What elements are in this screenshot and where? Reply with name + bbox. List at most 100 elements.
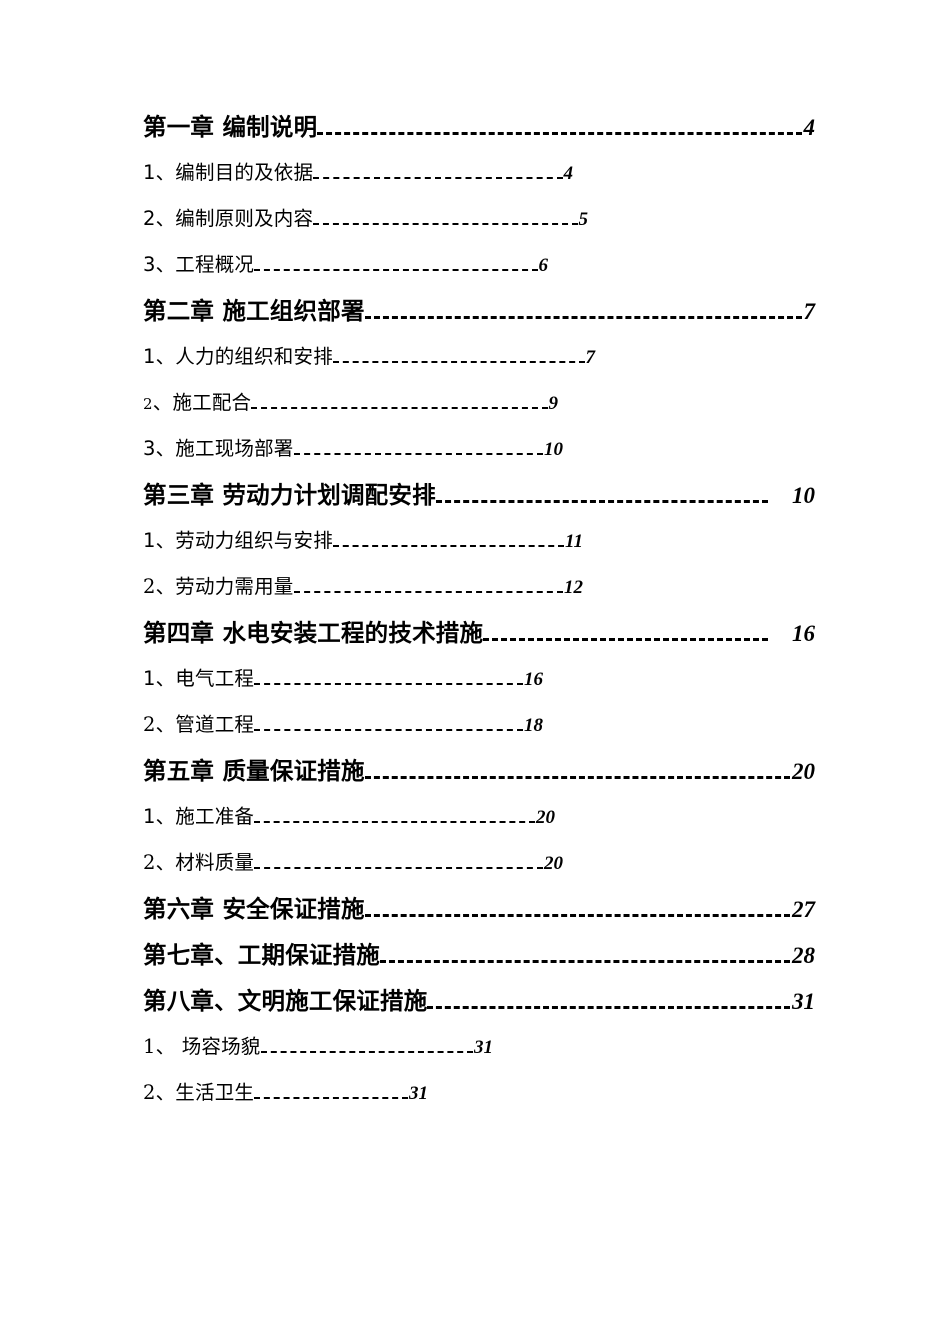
toc-dot-leader bbox=[254, 682, 523, 685]
toc-entry-label: 第二章 施工组织部署 bbox=[143, 296, 365, 325]
toc-entry-line: 2、材料质量 20 bbox=[143, 850, 563, 877]
toc-entry-label: 第八章、文明施工保证措施 bbox=[143, 986, 428, 1015]
toc-page-number: 20 bbox=[544, 852, 563, 874]
toc-entry-line: 2、编制原则及内容 5 bbox=[143, 206, 588, 233]
toc-subitem-entry[interactable]: 1、劳动力组织与安排 11 bbox=[143, 518, 815, 564]
toc-entry-label: 3、工程概况 bbox=[143, 252, 255, 276]
toc-page-number: 4 bbox=[803, 114, 816, 140]
toc-page-number: 16 bbox=[524, 668, 543, 690]
toc-page-number: 27 bbox=[792, 896, 815, 922]
toc-dot-leader bbox=[380, 959, 790, 963]
toc-page-number: 9 bbox=[548, 392, 559, 414]
toc-subitem-entry[interactable]: 3、工程概况 6 bbox=[143, 242, 815, 288]
toc-page-number: 10 bbox=[544, 438, 563, 460]
toc-entry-line: 1、劳动力组织与安排 11 bbox=[143, 528, 583, 555]
toc-dot-leader bbox=[435, 499, 768, 503]
toc-entry-label: 2、编制原则及内容 bbox=[143, 206, 314, 230]
toc-subitem-entry[interactable]: 2、施工配合 9 bbox=[143, 380, 815, 426]
toc-page-number: 7 bbox=[803, 298, 816, 324]
toc-entry-line: 第五章 质量保证措施 20 bbox=[143, 756, 815, 787]
toc-chapter-entry[interactable]: 第四章 水电安装工程的技术措施 16 bbox=[143, 610, 815, 656]
toc-page-number: 28 bbox=[792, 942, 815, 968]
toc-chapter-entry[interactable]: 第二章 施工组织部署 7 bbox=[143, 288, 815, 334]
toc-subitem-entry[interactable]: 1、 场容场貌 31 bbox=[143, 1024, 815, 1070]
toc-page-number: 10 bbox=[792, 482, 815, 508]
toc-entry-label: 1、施工准备 bbox=[143, 804, 255, 828]
toc-dot-leader bbox=[483, 637, 768, 641]
toc-entry-line: 1、 场容场貌 31 bbox=[143, 1034, 493, 1061]
toc-subitem-entry[interactable]: 2、编制原则及内容 5 bbox=[143, 196, 815, 242]
toc-chapter-entry[interactable]: 第八章、文明施工保证措施 31 bbox=[143, 978, 815, 1024]
toc-entry-label: 1、电气工程 bbox=[143, 666, 255, 690]
toc-chapter-entry[interactable]: 第五章 质量保证措施 20 bbox=[143, 748, 815, 794]
toc-page-number: 18 bbox=[524, 714, 543, 736]
toc-page-number: 31 bbox=[792, 988, 815, 1014]
toc-entry-line: 2、施工配合 9 bbox=[143, 390, 558, 417]
toc-entry-line: 第二章 施工组织部署 7 bbox=[143, 296, 815, 327]
toc-page-number: 31 bbox=[409, 1082, 428, 1104]
toc-dot-leader bbox=[427, 1005, 790, 1009]
toc-dot-leader bbox=[254, 268, 538, 271]
toc-entry-label: 1、 场容场貌 bbox=[143, 1034, 261, 1058]
toc-entry-label: 2、施工配合 bbox=[143, 390, 251, 417]
toc-dot-leader bbox=[332, 360, 585, 363]
toc-page-number: 12 bbox=[564, 576, 583, 598]
toc-entry-label: 第三章 劳动力计划调配安排 bbox=[143, 480, 436, 509]
toc-dot-leader bbox=[313, 176, 563, 179]
toc-entry-label: 2、生活卫生 bbox=[143, 1080, 255, 1104]
toc-page-number: 16 bbox=[792, 620, 815, 646]
toc-subitem-entry[interactable]: 1、编制目的及依据 4 bbox=[143, 150, 815, 196]
toc-page-number: 7 bbox=[585, 346, 596, 368]
toc-page-number: 5 bbox=[578, 208, 589, 230]
toc-subitem-entry[interactable]: 1、施工准备 20 bbox=[143, 794, 815, 840]
toc-dot-leader bbox=[251, 406, 548, 409]
toc-dot-leader bbox=[260, 1050, 473, 1053]
toc-entry-line: 1、编制目的及依据 4 bbox=[143, 160, 573, 187]
toc-entry-line: 1、施工准备 20 bbox=[143, 804, 555, 831]
toc-dot-leader bbox=[293, 452, 543, 455]
toc-entry-label: 第一章 编制说明 bbox=[143, 112, 318, 141]
toc-subitem-entry[interactable]: 1、电气工程 16 bbox=[143, 656, 815, 702]
toc-entry-label: 2、材料质量 bbox=[143, 850, 255, 874]
toc-page-number: 20 bbox=[792, 758, 815, 784]
toc-subitem-entry[interactable]: 2、生活卫生 31 bbox=[143, 1070, 815, 1116]
toc-entry-line: 3、工程概况 6 bbox=[143, 252, 548, 279]
toc-entry-index: 2 bbox=[143, 394, 153, 413]
toc-entry-label: 第六章 安全保证措施 bbox=[143, 894, 365, 923]
toc-page-number: 11 bbox=[565, 530, 583, 552]
toc-chapter-entry[interactable]: 第一章 编制说明 4 bbox=[143, 104, 815, 150]
toc-entry-label: 第五章 质量保证措施 bbox=[143, 756, 365, 785]
toc-dot-leader bbox=[313, 222, 578, 225]
toc-entry-line: 2、生活卫生 31 bbox=[143, 1080, 428, 1107]
toc-dot-leader bbox=[293, 590, 563, 593]
toc-entry-line: 第一章 编制说明 4 bbox=[143, 112, 815, 143]
toc-entry-line: 第六章 安全保证措施 27 bbox=[143, 894, 815, 925]
toc-dot-leader bbox=[254, 728, 523, 731]
toc-page-number: 4 bbox=[563, 162, 574, 184]
toc-entry-line: 第三章 劳动力计划调配安排 10 bbox=[143, 480, 815, 511]
toc-dot-leader bbox=[254, 820, 535, 823]
toc-dot-leader bbox=[317, 131, 802, 135]
toc-dot-leader bbox=[254, 1096, 408, 1099]
toc-page-number: 6 bbox=[538, 254, 549, 276]
toc-entry-label: 1、劳动力组织与安排 bbox=[143, 528, 333, 552]
toc-entry-label: 1、编制目的及依据 bbox=[143, 160, 314, 184]
toc-dot-leader bbox=[332, 544, 565, 547]
toc-chapter-entry[interactable]: 第三章 劳动力计划调配安排 10 bbox=[143, 472, 815, 518]
toc-page-number: 20 bbox=[536, 806, 555, 828]
toc-dot-leader bbox=[254, 866, 543, 869]
toc-subitem-entry[interactable]: 2、材料质量 20 bbox=[143, 840, 815, 886]
table-of-contents: 第一章 编制说明 4 1、编制目的及依据 4 2、编制原则及内容 5 3、工程概况 6 第二章 … bbox=[143, 104, 815, 1116]
toc-entry-label: 第四章 水电安装工程的技术措施 bbox=[143, 618, 484, 647]
toc-chapter-entry[interactable]: 第六章 安全保证措施 27 bbox=[143, 886, 815, 932]
toc-page-number: 31 bbox=[474, 1036, 493, 1058]
